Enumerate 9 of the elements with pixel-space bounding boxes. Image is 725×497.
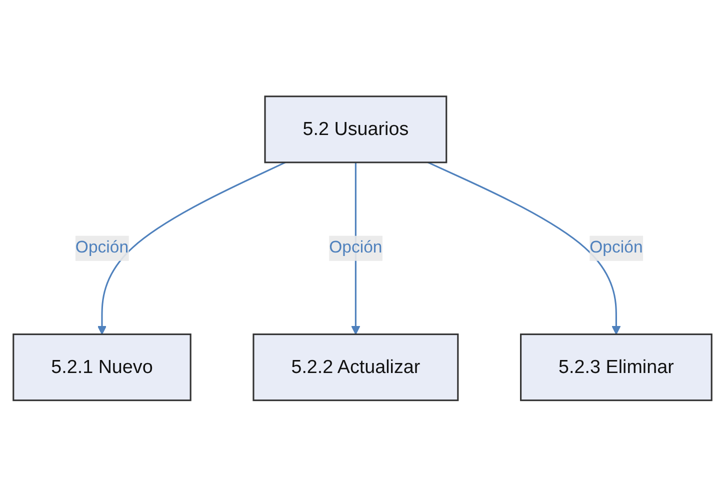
node-box: 5.2 Usuarios — [264, 96, 448, 164]
edge-label: Opción — [590, 239, 643, 257]
node-box: 5.2.2 Actualizar — [252, 334, 459, 402]
edge-label: Opción — [329, 239, 382, 257]
node-box: 5.2.1 Nuevo — [12, 334, 192, 402]
arrow — [428, 162, 621, 335]
arrow — [97, 162, 286, 335]
node-box: 5.2.3 Eliminar — [520, 334, 712, 402]
edge-label: Opción — [75, 239, 129, 257]
